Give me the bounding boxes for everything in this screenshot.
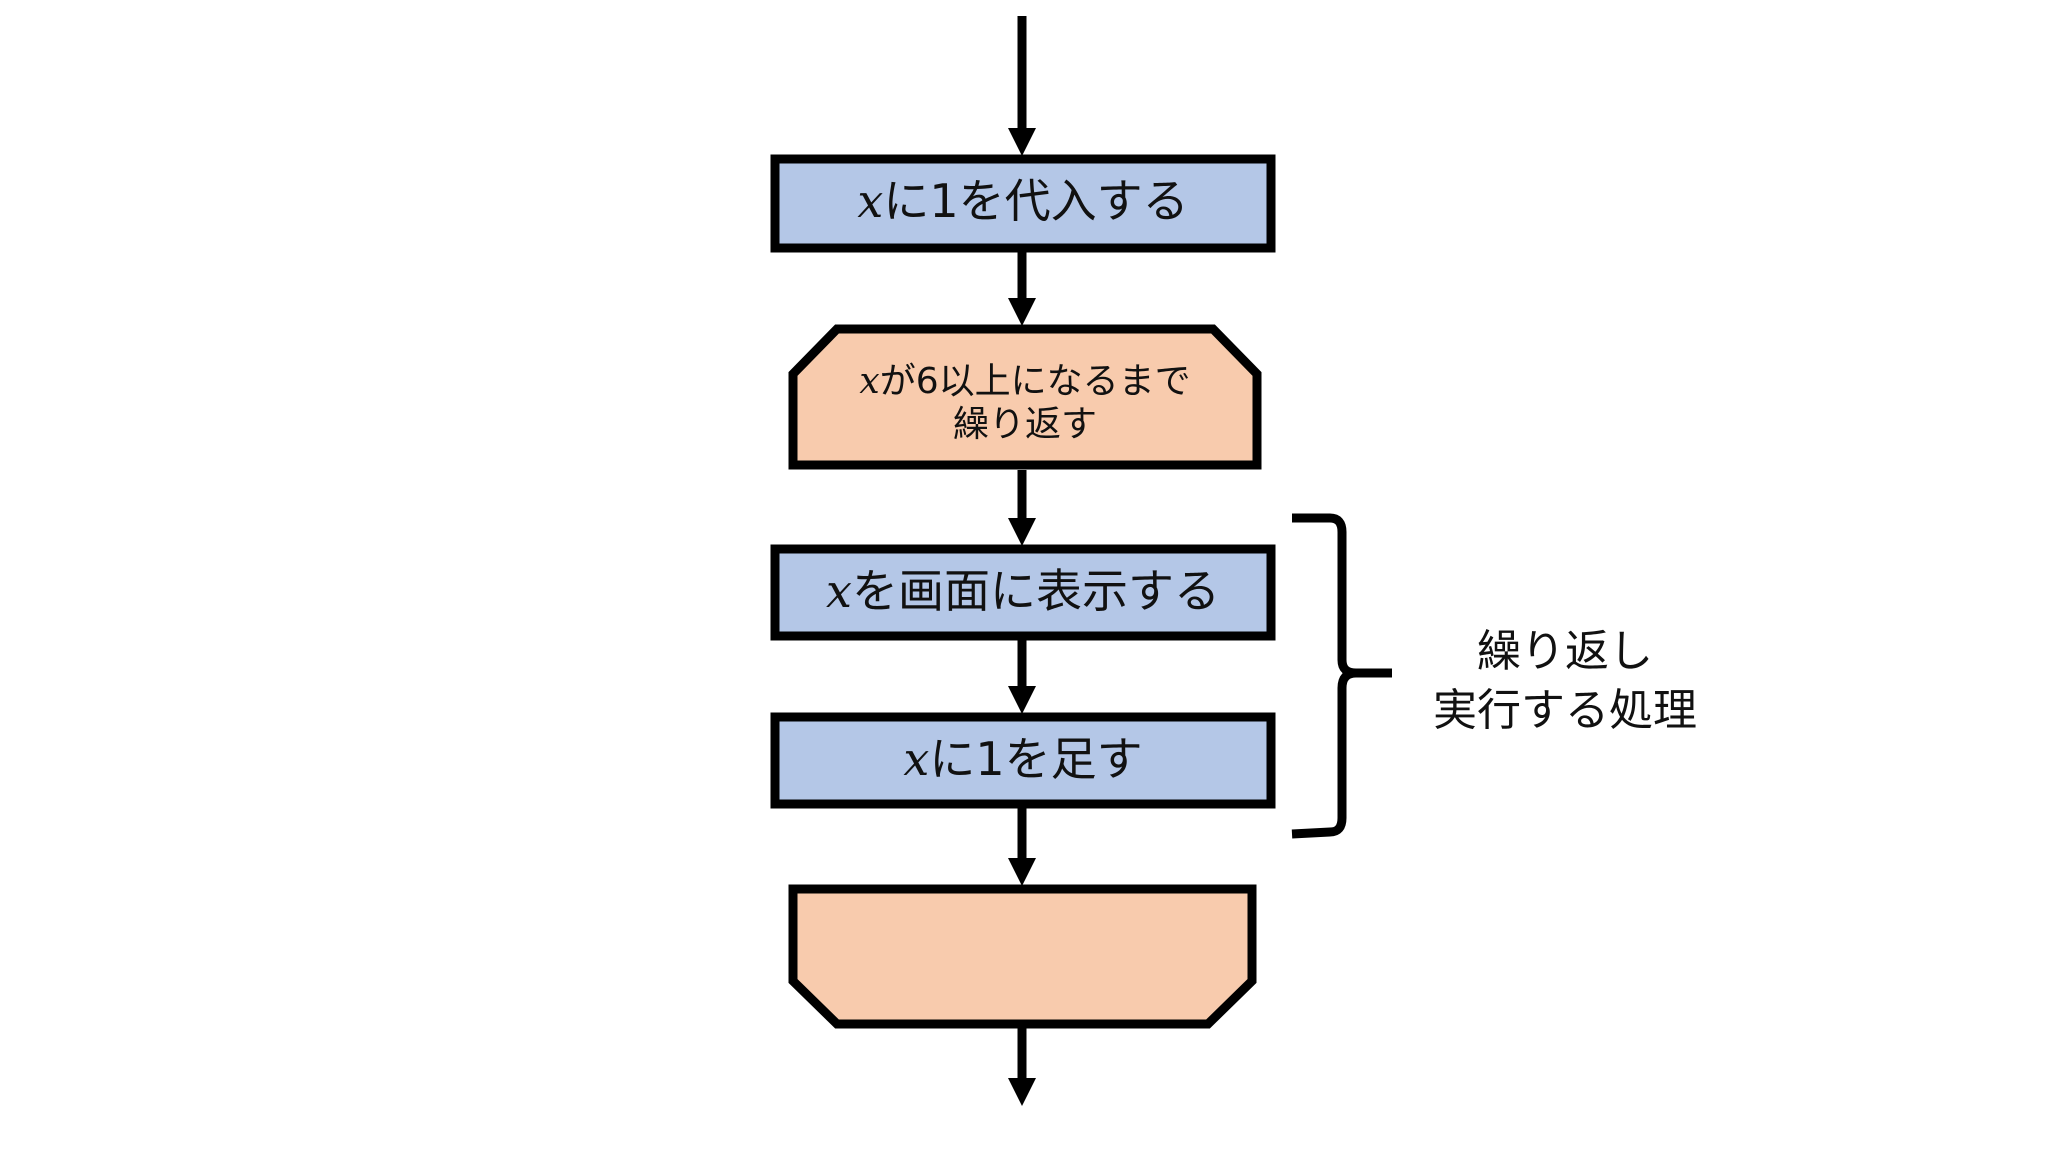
process-box-increment	[770, 712, 1276, 809]
connector-assign-to-loop-start	[1008, 252, 1036, 326]
brace-bracket	[1291, 513, 1392, 839]
annotation-line-2: 実行する処理	[1433, 685, 1697, 737]
loop-start-label: xが6以上になるまで 繰り返す	[793, 360, 1257, 446]
connector-loop-end-to-exit	[1008, 1028, 1036, 1106]
display-label: xを画面に表示する	[775, 564, 1271, 618]
arrowhead-icon	[1008, 858, 1036, 886]
assign-label: xに1を代入する	[775, 174, 1271, 228]
arrowhead-icon	[1008, 686, 1036, 714]
arrowhead-icon	[1008, 128, 1036, 156]
increment-text: に1を足す	[929, 732, 1143, 786]
arrowhead-icon	[1008, 518, 1036, 546]
variable-x: x	[859, 361, 880, 402]
arrowhead-icon	[1008, 1078, 1036, 1106]
loop-start-shape	[788, 324, 1262, 470]
process-box-display	[770, 544, 1276, 641]
loop-condition-text: が6以上になるまで	[879, 361, 1191, 402]
variable-x: x	[826, 564, 852, 618]
brace-annotation-label: 繰り返し 実行する処理	[1400, 622, 1730, 741]
variable-x: x	[857, 174, 884, 228]
loop-condition-line: xが6以上になるまで	[793, 360, 1257, 403]
variable-x: x	[903, 732, 930, 786]
loop-end-shape	[788, 884, 1257, 1029]
connector-loop-start-to-display	[1008, 470, 1036, 546]
process-box-assign	[770, 154, 1276, 253]
connector-start-to-assign	[1008, 16, 1036, 156]
loop-repeat-line: 繰り返す	[952, 404, 1097, 446]
assign-text: に1を代入する	[883, 174, 1189, 228]
annotation-line-1: 繰り返し	[1477, 626, 1653, 677]
connector-display-to-increment	[1008, 640, 1036, 714]
arrowhead-icon	[1008, 298, 1036, 326]
increment-label: xに1を足す	[775, 732, 1271, 786]
display-text: を画面に表示する	[851, 564, 1220, 618]
connector-increment-to-loop-end	[1008, 808, 1036, 886]
